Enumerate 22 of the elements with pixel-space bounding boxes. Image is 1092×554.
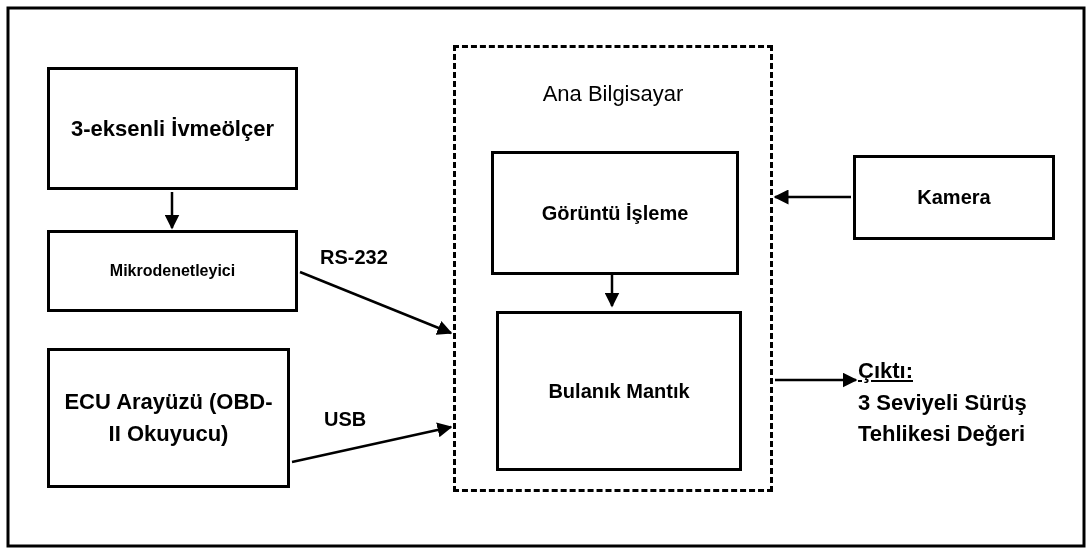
process-box [853, 155, 1055, 240]
box-label: ECU Arayüzü (OBD-II Okuyucu) [63, 388, 274, 448]
box-label: Bulanık Mantık [548, 378, 690, 404]
arrow [299, 270, 453, 335]
process-box [47, 230, 298, 312]
box-label: 3-eksenli İvmeölçer [71, 114, 274, 143]
box-label: Mikrodenetleyici [109, 261, 236, 282]
arrow [773, 189, 851, 205]
process-box [496, 311, 742, 471]
box-label: Görüntü İşleme [541, 200, 689, 226]
box-label: Kamera [917, 185, 991, 210]
output-heading: Çıktı: [858, 356, 913, 385]
arrow [291, 422, 453, 464]
process-box [47, 67, 298, 190]
group-heading: Ana Bilgisayar [542, 80, 684, 108]
process-box [491, 151, 739, 275]
process-box [47, 348, 290, 488]
output-text: 3 Seviyeli Sürüş Tehlikesi Değeri [858, 388, 1028, 449]
dashed-group-box [453, 45, 773, 492]
arrow [164, 192, 180, 230]
arrow [604, 274, 620, 308]
arrow [775, 372, 858, 388]
